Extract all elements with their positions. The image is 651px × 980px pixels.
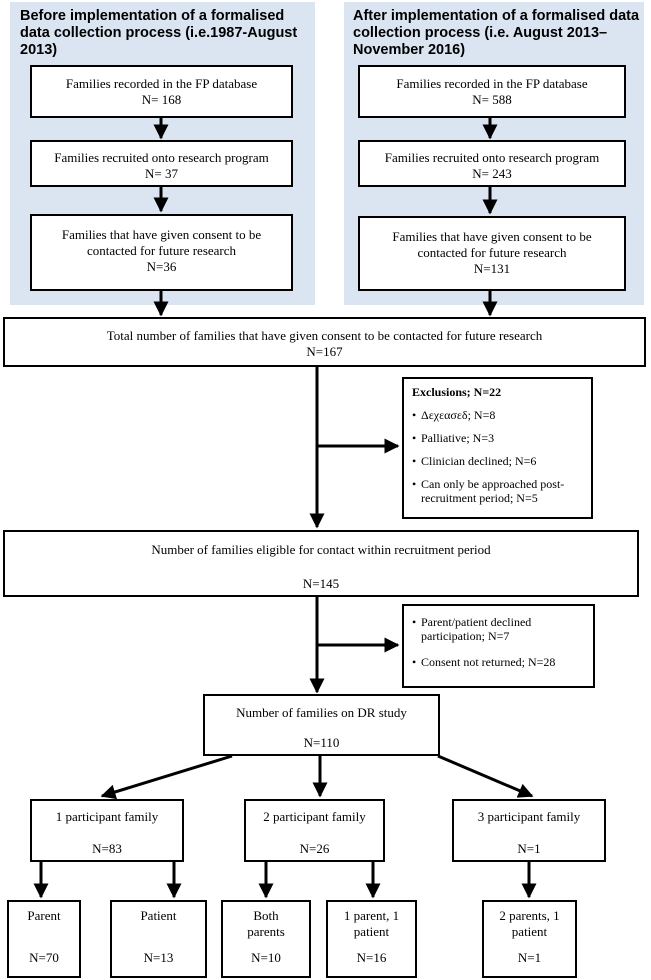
before-recruited-box: Families recruited onto research program… (30, 140, 293, 187)
exclusion-item: Δεχεασεδ; N=8 (412, 408, 585, 422)
after-consent-label: Families that have given consent to be c… (392, 229, 592, 260)
exclusions-box: Exclusions; N=22 Δεχεασεδ; N=8 Palliativ… (402, 377, 593, 519)
group-2-participant-box: 2 participant family N=26 (244, 799, 385, 862)
group-label: 3 participant family (477, 809, 581, 824)
leaf-count: N=70 (29, 950, 59, 965)
after-recruited-label: Families recruited onto research program (384, 150, 600, 165)
after-recruited-count: N= 243 (472, 166, 512, 181)
total-consent-box: Total number of families that have given… (3, 317, 646, 367)
before-panel-title: Before implementation of a formalised da… (20, 8, 298, 58)
declined-item: Consent not returned; N=28 (412, 655, 587, 669)
leaf-count: N=16 (356, 950, 387, 965)
before-consent-label: Families that have given consent to be c… (61, 227, 262, 258)
leaf-label: Parent (27, 908, 61, 923)
group-label: 2 participant family (263, 809, 366, 824)
declined-item: Parent/patient declined participation; N… (412, 615, 587, 643)
before-recorded-box: Families recorded in the FP database N= … (30, 65, 293, 118)
after-consent-count: N=131 (473, 261, 511, 276)
before-recruited-label: Families recruited onto research program (54, 150, 269, 165)
dr-study-box: Number of families on DR study N=110 (203, 694, 440, 756)
group-label: 1 participant family (55, 809, 159, 824)
eligible-box: Number of families eligible for contact … (3, 530, 639, 597)
total-consent-count: N=167 (306, 344, 343, 359)
group-1-participant-box: 1 participant family N=83 (30, 799, 184, 862)
leaf-count: N=13 (143, 950, 174, 965)
eligible-count: N=145 (302, 576, 340, 591)
leaf-label: Both parents (247, 908, 285, 939)
after-consent-box: Families that have given consent to be c… (358, 216, 626, 291)
dr-study-count: N=110 (303, 735, 340, 750)
before-consent-count: N=36 (146, 259, 177, 274)
eligible-label: Number of families eligible for contact … (151, 542, 491, 557)
declined-box: Parent/patient declined participation; N… (402, 604, 595, 688)
exclusions-title: Exclusions; N=22 (412, 385, 502, 399)
leaf-label: Patient (140, 908, 177, 923)
group-3-participant-box: 3 participant family N=1 (452, 799, 606, 862)
dr-study-label: Number of families on DR study (236, 705, 407, 720)
after-recorded-box: Families recorded in the FP database N= … (358, 65, 626, 118)
leaf-both-parents-box: Both parents N=10 (221, 900, 311, 978)
group-count: N=26 (299, 841, 330, 856)
total-consent-label: Total number of families that have given… (106, 328, 543, 343)
before-recorded-count: N= 168 (141, 92, 182, 107)
before-consent-box: Families that have given consent to be c… (30, 214, 293, 291)
before-recorded-label: Families recorded in the FP database (65, 76, 258, 91)
after-recorded-count: N= 588 (472, 92, 512, 107)
after-panel-title: After implementation of a formalised dat… (353, 8, 640, 58)
group-count: N=83 (92, 841, 122, 856)
exclusion-item: Clinician declined; N=6 (412, 454, 585, 468)
leaf-parent-patient-box: 1 parent, 1 patient N=16 (326, 900, 417, 978)
leaf-patient-box: Patient N=13 (110, 900, 207, 978)
leaf-parent-box: Parent N=70 (7, 900, 81, 978)
leaf-label: 1 parent, 1 patient (343, 908, 400, 939)
group-count: N=1 (517, 841, 541, 856)
before-recruited-count: N= 37 (145, 166, 178, 181)
exclusion-item: Palliative; N=3 (412, 431, 585, 445)
leaf-count: N=10 (251, 950, 281, 965)
leaf-count: N=1 (517, 950, 542, 965)
after-recruited-box: Families recruited onto research program… (358, 140, 626, 187)
leaf-label: 2 parents, 1 patient (499, 908, 560, 939)
leaf-two-parents-patient-box: 2 parents, 1 patient N=1 (482, 900, 577, 978)
after-recorded-label: Families recorded in the FP database (396, 76, 588, 91)
exclusion-item: Can only be approached post-recruitment … (412, 477, 585, 505)
